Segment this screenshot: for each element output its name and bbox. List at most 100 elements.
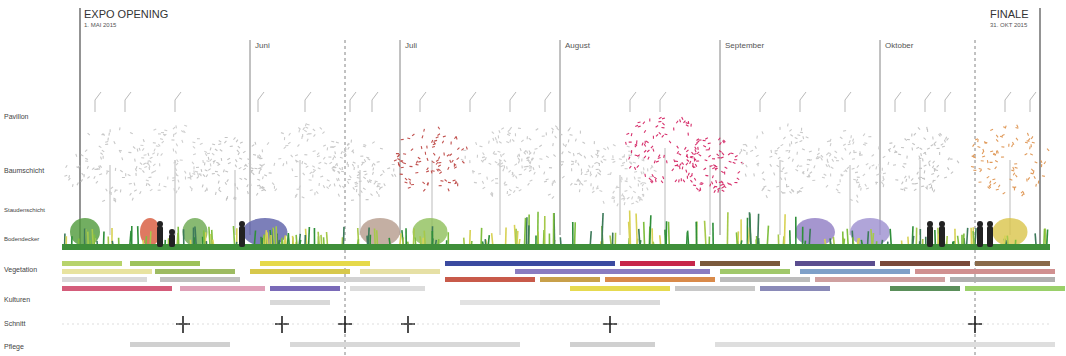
period-bar [155, 269, 235, 274]
row-label: Vegetation [4, 266, 37, 274]
month-label: August [565, 42, 590, 51]
shrub [360, 218, 400, 246]
tree [680, 138, 744, 235]
period-bar [270, 286, 340, 291]
marker-flag [895, 92, 901, 112]
bar-rows [62, 261, 1065, 347]
period-bar [880, 261, 970, 266]
tree [888, 127, 959, 235]
marker-flag [660, 92, 666, 112]
period-bar [950, 277, 1055, 282]
timeline-line [1039, 8, 1040, 250]
shrub [850, 218, 890, 246]
period-bar [975, 261, 1050, 266]
tree-canopies [64, 117, 1049, 235]
period-bar [62, 261, 122, 266]
cross-marker [338, 316, 352, 333]
month-label: Oktober [885, 42, 913, 51]
shrub [413, 218, 448, 246]
marker-flag [925, 92, 931, 112]
period-bar [715, 342, 1055, 347]
marker-flag [630, 92, 636, 112]
period-bar [675, 286, 755, 291]
period-bar [570, 286, 670, 291]
period-bar [620, 261, 695, 266]
marker-flag [800, 92, 806, 112]
tree [461, 127, 540, 235]
marker-flag [760, 92, 766, 112]
period-bar [965, 286, 1065, 291]
marker-flag [175, 92, 181, 112]
period-bar [62, 286, 172, 291]
marker-flag [95, 92, 101, 112]
cross-marker [968, 316, 982, 333]
event-title: EXPO OPENING [84, 8, 168, 20]
cut-markers [176, 316, 982, 333]
marker-flag [1005, 92, 1011, 112]
timeline-line [345, 40, 346, 356]
period-bar [250, 269, 350, 274]
marker-flag [545, 92, 551, 112]
event-date: 1. MAI 2015 [84, 22, 116, 29]
period-bar [795, 261, 875, 266]
people [157, 221, 993, 247]
timeline-line [880, 40, 881, 235]
timeline-line [79, 8, 80, 250]
period-bar [700, 261, 780, 266]
period-bar [290, 277, 410, 282]
marker-flag [350, 92, 356, 112]
month-label: Juni [255, 42, 270, 51]
marker-flag [258, 92, 264, 112]
period-bar [915, 269, 1055, 274]
period-bar [515, 269, 710, 274]
period-bar [815, 277, 945, 282]
tree [585, 144, 657, 235]
period-bar [570, 342, 655, 347]
event-date: 31. OKT 2015 [990, 22, 1027, 29]
marker-flag [420, 92, 426, 112]
timeline-line [560, 40, 561, 235]
period-bar [890, 286, 960, 291]
ground-strip [62, 244, 1050, 250]
marker-flag [945, 92, 951, 112]
marker-flag [510, 92, 516, 112]
tree [518, 126, 603, 235]
period-bar [800, 269, 910, 274]
shrub [795, 218, 835, 246]
marker-flag [470, 92, 476, 112]
period-bar [720, 277, 810, 282]
cross-marker [401, 316, 415, 333]
month-label: September [725, 42, 764, 51]
marker-flag [372, 92, 378, 112]
timeline-line [720, 40, 721, 235]
cross-marker [176, 316, 190, 333]
marker-flag [1030, 92, 1036, 112]
tree [258, 123, 340, 235]
row-label: Pflege [4, 343, 24, 351]
grasses [65, 211, 1048, 248]
period-bar [62, 269, 152, 274]
period-bar [445, 277, 535, 282]
cross-marker [275, 316, 289, 333]
row-label: Kulturen [4, 296, 30, 304]
period-bar [540, 277, 600, 282]
period-bar [290, 342, 520, 347]
period-bar [605, 277, 715, 282]
tree [64, 127, 152, 235]
row-label: Bodendecker [4, 236, 39, 243]
row-label: Staudenschicht [4, 207, 45, 214]
timeline-line [400, 40, 401, 235]
period-bar [360, 269, 440, 274]
marker-flag [305, 92, 311, 112]
period-bar [180, 286, 265, 291]
period-bar [460, 300, 540, 305]
period-bar [350, 286, 425, 291]
timeline-lines [80, 8, 1040, 356]
period-bar [160, 277, 240, 282]
period-bar [760, 286, 830, 291]
event-title: FINALE [990, 8, 1029, 20]
period-bar [260, 261, 370, 266]
row-label: Baumschicht [4, 167, 44, 175]
